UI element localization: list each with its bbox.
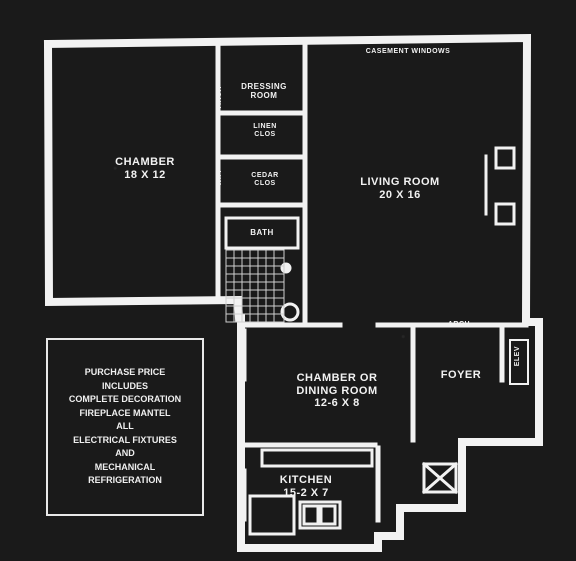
cedar-name2: CLOS (254, 180, 276, 188)
elev-label: ELEV (514, 346, 521, 367)
chamber-name: CHAMBER (115, 156, 175, 168)
promo-line: ALL (116, 421, 134, 432)
promo-line: COMPLETE DECORATION (68, 394, 182, 405)
windows (93, 38, 462, 522)
casement-windows-label: CASEMENT WINDOWS (365, 48, 451, 55)
interior-walls (215, 39, 529, 523)
dressing-name: DRESSING (241, 82, 287, 91)
kitchen-name: KITCHEN (279, 474, 333, 486)
service-box (421, 461, 459, 495)
foyer-name: FOYER (440, 369, 482, 381)
living-room-label: LIVING ROOM 20 x 16 (340, 176, 460, 201)
bath-name: BATH (250, 228, 274, 237)
foyer-label: FOYER (428, 369, 494, 382)
linen-name2: CLOS (254, 131, 276, 139)
chamber-dining-dims: 12-6 x 8 (314, 397, 360, 410)
bath-tiles (225, 249, 285, 323)
kitchen-fixtures (248, 448, 374, 536)
kitchen-label: KITCHEN 15-2 x 7 (266, 474, 346, 499)
purchase-price-box: PURCHASE PRICE INCLUDES COMPLETE DECORAT… (46, 338, 204, 516)
arch-foyer-label: ARCH (447, 321, 471, 328)
promo-line: AND (115, 448, 135, 459)
bath-fixtures (224, 216, 300, 322)
living-room-dims: 20 x 16 (379, 188, 421, 201)
promo-line: PURCHASE PRICE (84, 367, 166, 378)
elev-box (509, 339, 529, 385)
dressing-label: DRESSING ROOM (226, 82, 302, 100)
kitchen-dims: 15-2 x 7 (283, 486, 329, 499)
cedar-label: CEDAR CLOS (232, 172, 298, 188)
linen-name: LINEN (253, 123, 277, 130)
dressing-name2: ROOM (250, 91, 278, 101)
chamber-dining-label: CHAMBER OR DINING ROOM 12-6 x 8 (272, 372, 402, 410)
promo-line: ELECTRICAL FIXTURES (73, 434, 177, 445)
promo-line: INCLUDES (101, 380, 148, 391)
chamber-label: CHAMBER 18 x 12 (100, 156, 190, 181)
chamber-dims: 18 x 12 (124, 168, 166, 181)
chamber-dining-name: CHAMBER OR (296, 372, 378, 384)
cedar-name: CEDAR (251, 172, 279, 179)
bay-fixture (484, 146, 516, 226)
promo-line: FIREPLACE MANTEL (79, 407, 171, 418)
wp-label: W.P. (216, 170, 223, 186)
linen-label: LINEN CLOS (232, 123, 298, 139)
living-room-name: LIVING ROOM (360, 176, 440, 188)
bath-label: BATH (232, 228, 292, 237)
arch-top-label: ARCH (216, 86, 223, 109)
chamber-dining-name2: DINING ROOM (296, 384, 378, 397)
promo-line: REFRIGERATION (88, 475, 162, 486)
outer-walls (43, 33, 543, 552)
promo-line: MECHANICAL (94, 461, 156, 472)
